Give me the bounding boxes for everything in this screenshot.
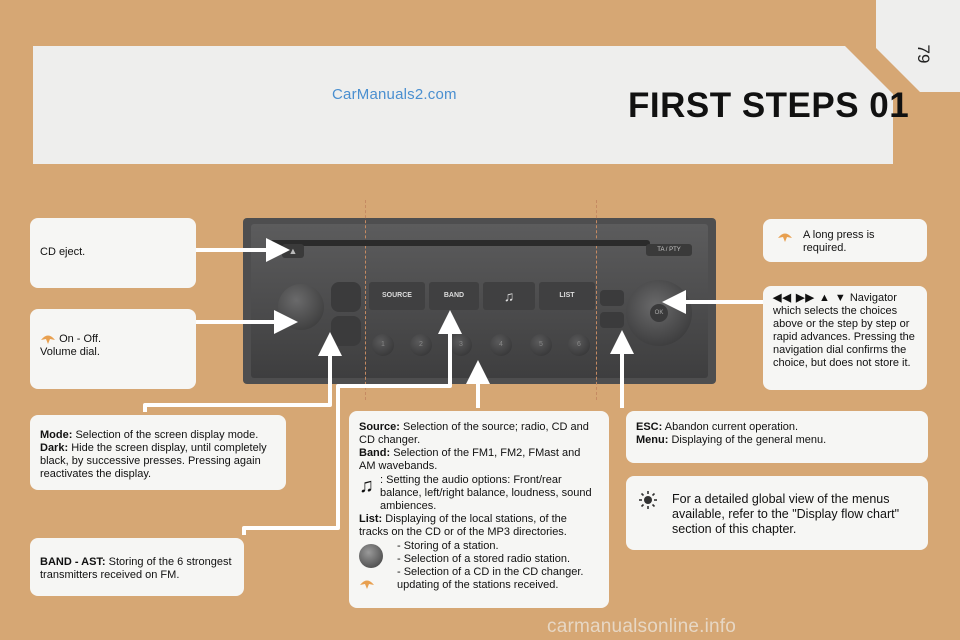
cd-eject-text: CD eject. [40,246,86,258]
band-ast-text: Storing of the 6 strongest transmitters … [40,556,232,581]
source-label: Source: [359,421,400,433]
source-text: Selection of the source; radio, CD and C… [359,421,589,446]
on-off-text: On - Off. [59,333,102,345]
preset-button: 4 [490,334,512,356]
preset-button: 6 [568,334,590,356]
menu-label: Menu: [636,434,669,446]
band-label: Band: [359,447,391,459]
on-off-card: On - Off. Volume dial. [30,309,196,389]
band-ast-label: BAND - AST: [40,556,106,568]
sun-icon [639,491,657,509]
list-text: Displaying of the local stations, of the… [359,513,567,538]
list-label: List: [359,513,383,525]
dark-text: Hide the screen display, until completel… [40,442,267,480]
page-title: FIRST STEPS 01 [628,86,910,125]
guide-line-right [596,200,597,400]
preset-button: 5 [530,334,552,356]
esc-button [600,290,624,306]
menu-button [600,312,624,328]
tip-icon [360,580,374,589]
menu-text: Displaying of the general menu. [671,434,827,446]
list-button: LIST [539,282,595,310]
esc-menu-card: ESC: Abandon current operation. Menu: Di… [626,411,928,463]
preset-line: - Selection of a CD in the CD changer. [397,566,584,578]
tip-icon [778,233,792,242]
preset-line: - Selection of a stored radio station. [397,553,571,565]
cd-slot [270,240,650,246]
detail-text: For a detailed global view of the menus … [672,492,900,536]
music-note-icon: ♫ [483,282,535,310]
band-button: BAND [429,282,479,310]
preset-button: 1 [372,334,394,356]
mode-text: Selection of the screen display mode. [75,429,259,441]
source-button: SOURCE [369,282,425,310]
ta-pty-button: TA / PTY [646,244,692,256]
band-ast-card: BAND - AST: Storing of the 6 strongest t… [30,538,244,596]
arrow-mode [143,332,342,412]
music-note-icon: ♫ [359,475,374,497]
preset-button: 3 [450,334,472,356]
preset-button: 2 [410,334,432,356]
preset-dial-icon [359,544,383,568]
navigator-text: Navigator which selects the choices abov… [773,292,915,369]
dark-label: Dark: [40,442,69,454]
audio-text: : Setting the audio options: Front/rear … [380,474,592,512]
detail-card: For a detailed global view of the menus … [626,476,928,550]
updating-text: updating of the stations received. [397,579,559,591]
long-press-card: A long press is required. [763,219,927,262]
long-press-text: A long press is required. [803,229,875,254]
navigator-card: ◀◀ ▶▶ ▲ ▼ Navigator which selects the ch… [763,286,927,390]
mode-label: Mode: [40,429,73,441]
guide-line-left [365,200,366,400]
arrow-band-ast [242,310,462,535]
mode-button [331,282,361,312]
nav-arrows-icon: ◀◀ ▶▶ ▲ ▼ [773,292,847,304]
header-panel [33,46,893,164]
source-card: Source: Selection of the source; radio, … [349,411,609,608]
tip-icon [41,335,55,345]
volume-text: Volume dial. [40,346,100,358]
esc-text: Abandon current operation. [664,421,799,433]
band-text: Selection of the FM1, FM2, FMast and AM … [359,447,581,472]
watermark-bottom: carmanualsonline.info [547,616,737,637]
mode-card: Mode: Selection of the screen display mo… [30,415,286,490]
esc-label: ESC: [636,421,663,433]
preset-line: - Storing of a station. [397,540,499,552]
watermark-top: CarManuals2.com [332,86,457,103]
cd-eject-card: CD eject. [30,218,196,288]
